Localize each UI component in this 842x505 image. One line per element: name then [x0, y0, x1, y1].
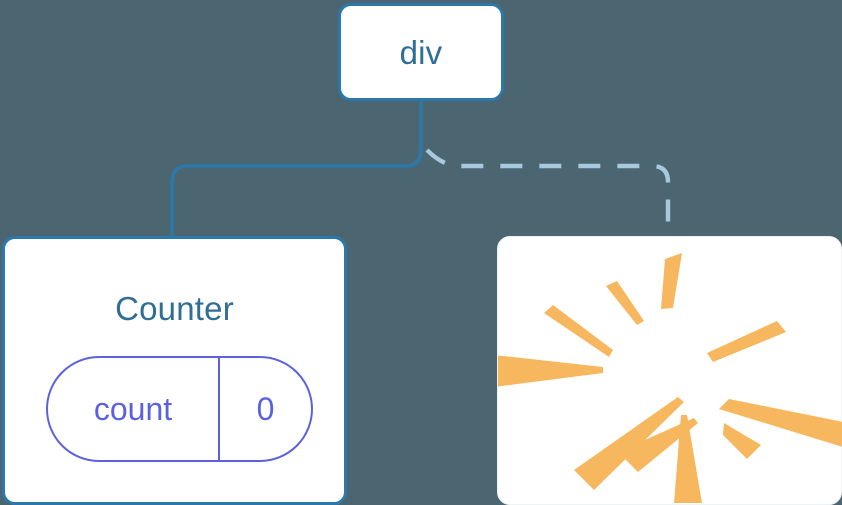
ray-sssw — [618, 418, 698, 472]
edge-root-sparkle — [425, 148, 671, 238]
ray-nne — [707, 321, 786, 362]
ray-e — [723, 423, 761, 459]
ray-n — [661, 253, 682, 309]
ray-nnw — [606, 281, 644, 325]
edge-root-counter — [170, 101, 423, 238]
node-sparkle[interactable] — [497, 236, 842, 505]
ray-w — [498, 355, 603, 387]
sparkle-burst-icon — [498, 253, 842, 503]
prop-value: 0 — [256, 391, 275, 427]
prop-name: count — [48, 358, 220, 460]
prop-pill-count[interactable]: count 0 — [46, 356, 313, 462]
node-div[interactable]: div — [338, 3, 504, 101]
ray-sw — [574, 397, 684, 490]
ray-sse — [674, 415, 702, 503]
node-counter[interactable]: Counter count 0 — [2, 236, 347, 505]
ray-nw — [544, 305, 613, 357]
ray-ene — [719, 399, 842, 447]
node-counter-label: Counter — [115, 290, 234, 327]
node-div-label: div — [399, 33, 443, 71]
